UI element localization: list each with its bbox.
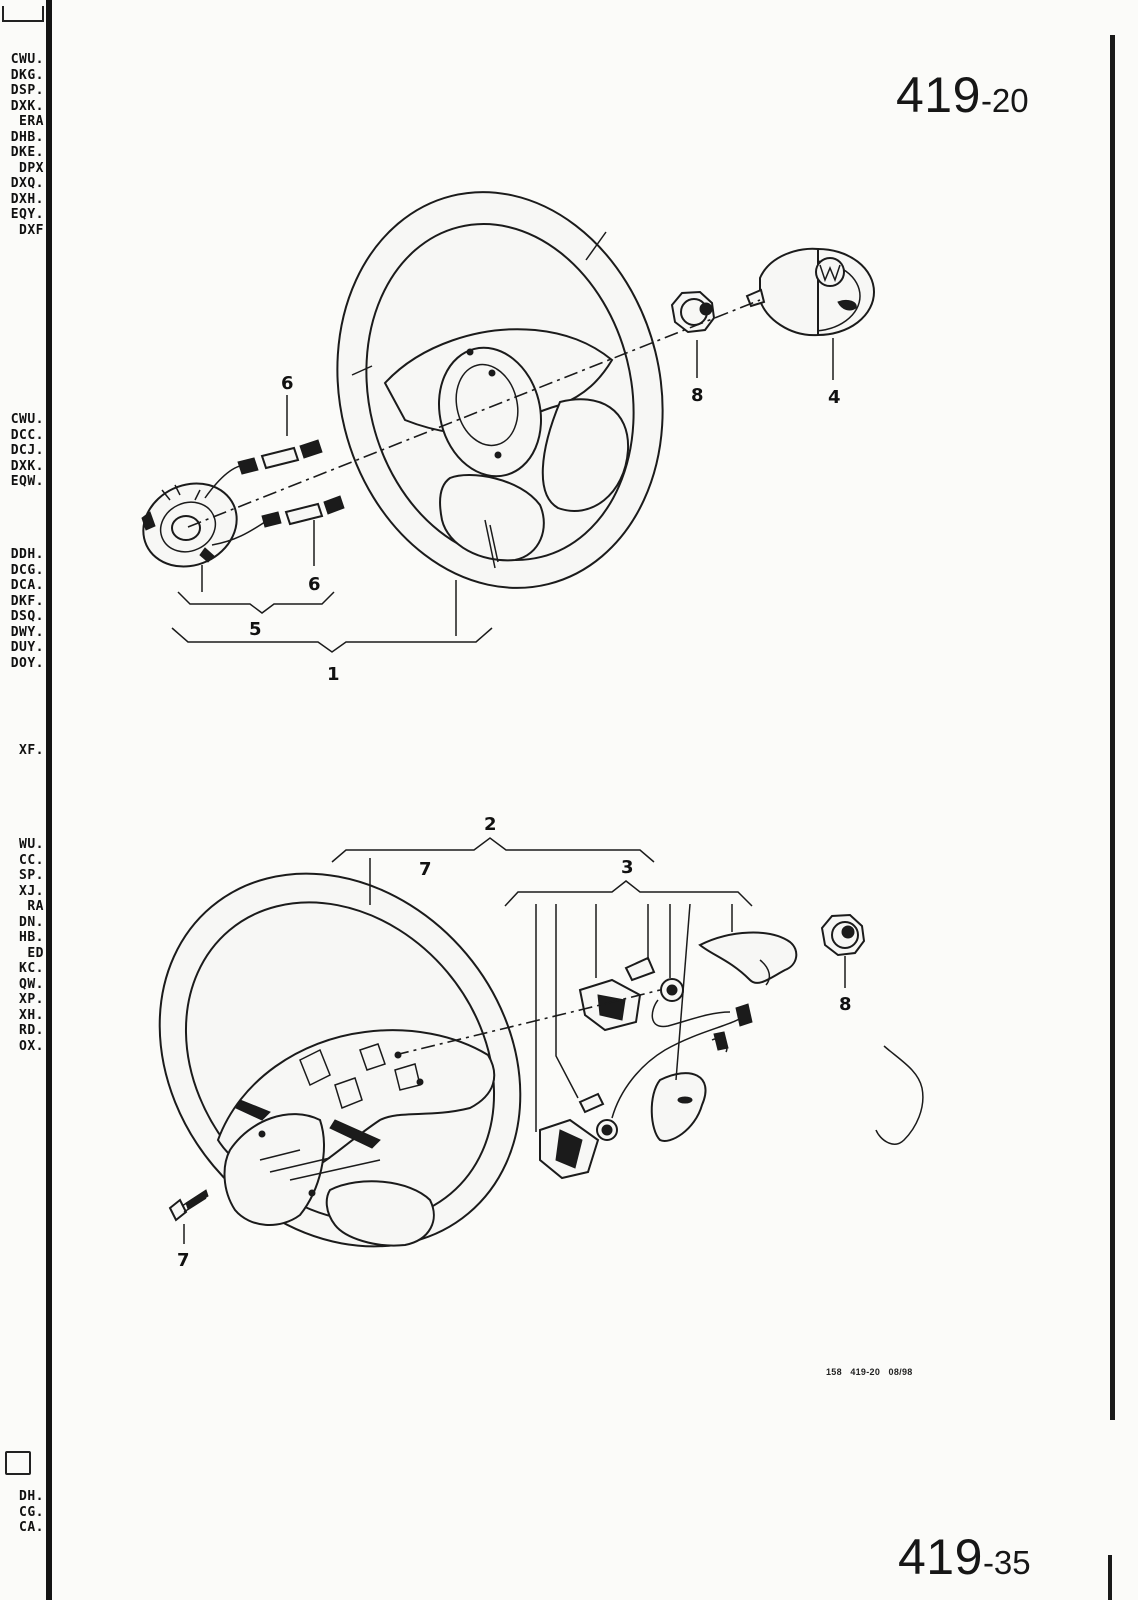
contact-ring (141, 464, 269, 568)
corner-bracket-icon (2, 6, 44, 22)
code-entry: DKG. (10, 67, 44, 83)
code-list-group-4: XF. (0, 743, 46, 759)
code-entry: DSQ. (10, 609, 44, 624)
code-entry: DXH. (10, 191, 44, 207)
code-entry: RA (27, 899, 44, 914)
code-entry: EQY. (10, 207, 44, 222)
section-marker-icon (5, 1451, 31, 1475)
code-entry: ERA (19, 114, 44, 129)
code-entry: XF. (19, 743, 44, 758)
code-entry: HB. (19, 930, 44, 945)
code-entry: DDH. (10, 547, 44, 562)
code-entry: DCA. (10, 578, 44, 593)
code-entry: DHB. (10, 129, 44, 145)
code-entry: CWU. (10, 52, 44, 67)
code-entry: DPX (19, 160, 44, 176)
code-entry: DN. (19, 914, 44, 930)
airbag-unit (745, 247, 875, 337)
callout-5: 5 (249, 619, 262, 640)
code-entry: XJ. (19, 883, 44, 899)
code-entry: DXQ. (10, 176, 44, 191)
code-entry: CA. (19, 1520, 44, 1535)
code-entry: DKE. (10, 145, 44, 160)
callout-3: 3 (621, 857, 634, 878)
assembly-axis-lower (394, 989, 661, 1056)
wiring-connectors-upper (237, 439, 345, 528)
code-entry: RD. (19, 1023, 44, 1038)
code-entry: DSP. (10, 83, 44, 98)
code-entry: DXK. (10, 98, 44, 114)
trim-cover-lower (650, 1072, 707, 1142)
illustration-reference-code: 158 419-20 08/98 (826, 1367, 913, 1377)
page-number-suffix: -35 (982, 1544, 1031, 1581)
code-list-group-2: CWU.DCC.DCJ.DXK.EQW. (0, 412, 46, 490)
center-nut-lower (820, 913, 866, 957)
code-entry: XP. (19, 992, 44, 1007)
code-entry: SP. (19, 868, 44, 883)
multifunction-switch-upper (578, 956, 684, 1032)
callout-7-top: 7 (419, 859, 432, 880)
code-entry: DKF. (10, 593, 44, 609)
code-entry: WU. (19, 837, 44, 852)
code-entry: DOY. (10, 655, 44, 671)
page-number-main: 419 (898, 1529, 983, 1585)
code-entry: DCG. (10, 562, 44, 578)
code-entry: DCC. (10, 427, 44, 443)
code-entry: DXF (19, 222, 44, 238)
assembly-axis-upper (187, 299, 761, 528)
page-number-main: 419 (896, 67, 981, 123)
cover-plate (698, 931, 798, 986)
loose-cable (875, 1045, 924, 1145)
code-entry: DXK. (10, 458, 44, 474)
code-entry: DCJ. (10, 443, 44, 458)
code-entry: CC. (19, 852, 44, 868)
callout-4: 4 (828, 387, 841, 408)
code-entry: DWY. (10, 624, 44, 640)
callout-2: 2 (484, 814, 497, 835)
steering-wheel-upper (336, 191, 664, 589)
code-entry: KC. (19, 961, 44, 976)
code-entry: CG. (19, 1504, 44, 1520)
center-nut-upper (670, 290, 716, 334)
page-number-bottom: 419-35 (898, 1528, 1031, 1586)
code-entry: EQW. (10, 474, 44, 489)
switch-wiring-harness (611, 999, 753, 1119)
mounting-screw (168, 1189, 209, 1222)
callout-8-upper: 8 (691, 385, 704, 406)
page-number-top: 419-20 (896, 66, 1029, 124)
callout-6-upper: 6 (281, 373, 294, 394)
callout-7-bottom: 7 (177, 1250, 190, 1271)
callout-1: 1 (327, 664, 340, 685)
code-entry: CWU. (10, 412, 44, 427)
right-margin-rule-bottom (1108, 1555, 1112, 1600)
code-entry: QW. (19, 976, 44, 992)
callout-leaders-lower (183, 837, 846, 1244)
page-number-suffix: -20 (980, 82, 1029, 119)
callout-6-lower: 6 (308, 574, 321, 595)
code-list-group-3: DDH.DCG.DCA.DKF.DSQ.DWY.DUY.DOY. (0, 547, 46, 671)
code-entry: OX. (19, 1038, 44, 1054)
code-entry: DUY. (10, 640, 44, 655)
multifunction-switch-lower (539, 1092, 618, 1180)
code-entry: ED (27, 945, 44, 961)
code-entry: DH. (19, 1489, 44, 1504)
left-margin-rule (46, 0, 52, 1600)
right-margin-rule (1110, 35, 1115, 1420)
callout-leaders-upper (171, 338, 834, 653)
callout-8-lower: 8 (839, 994, 852, 1015)
steering-wheel-lower (158, 872, 522, 1248)
code-entry: XH. (19, 1007, 44, 1023)
code-list-group-6: DH.CG.CA. (0, 1489, 46, 1536)
